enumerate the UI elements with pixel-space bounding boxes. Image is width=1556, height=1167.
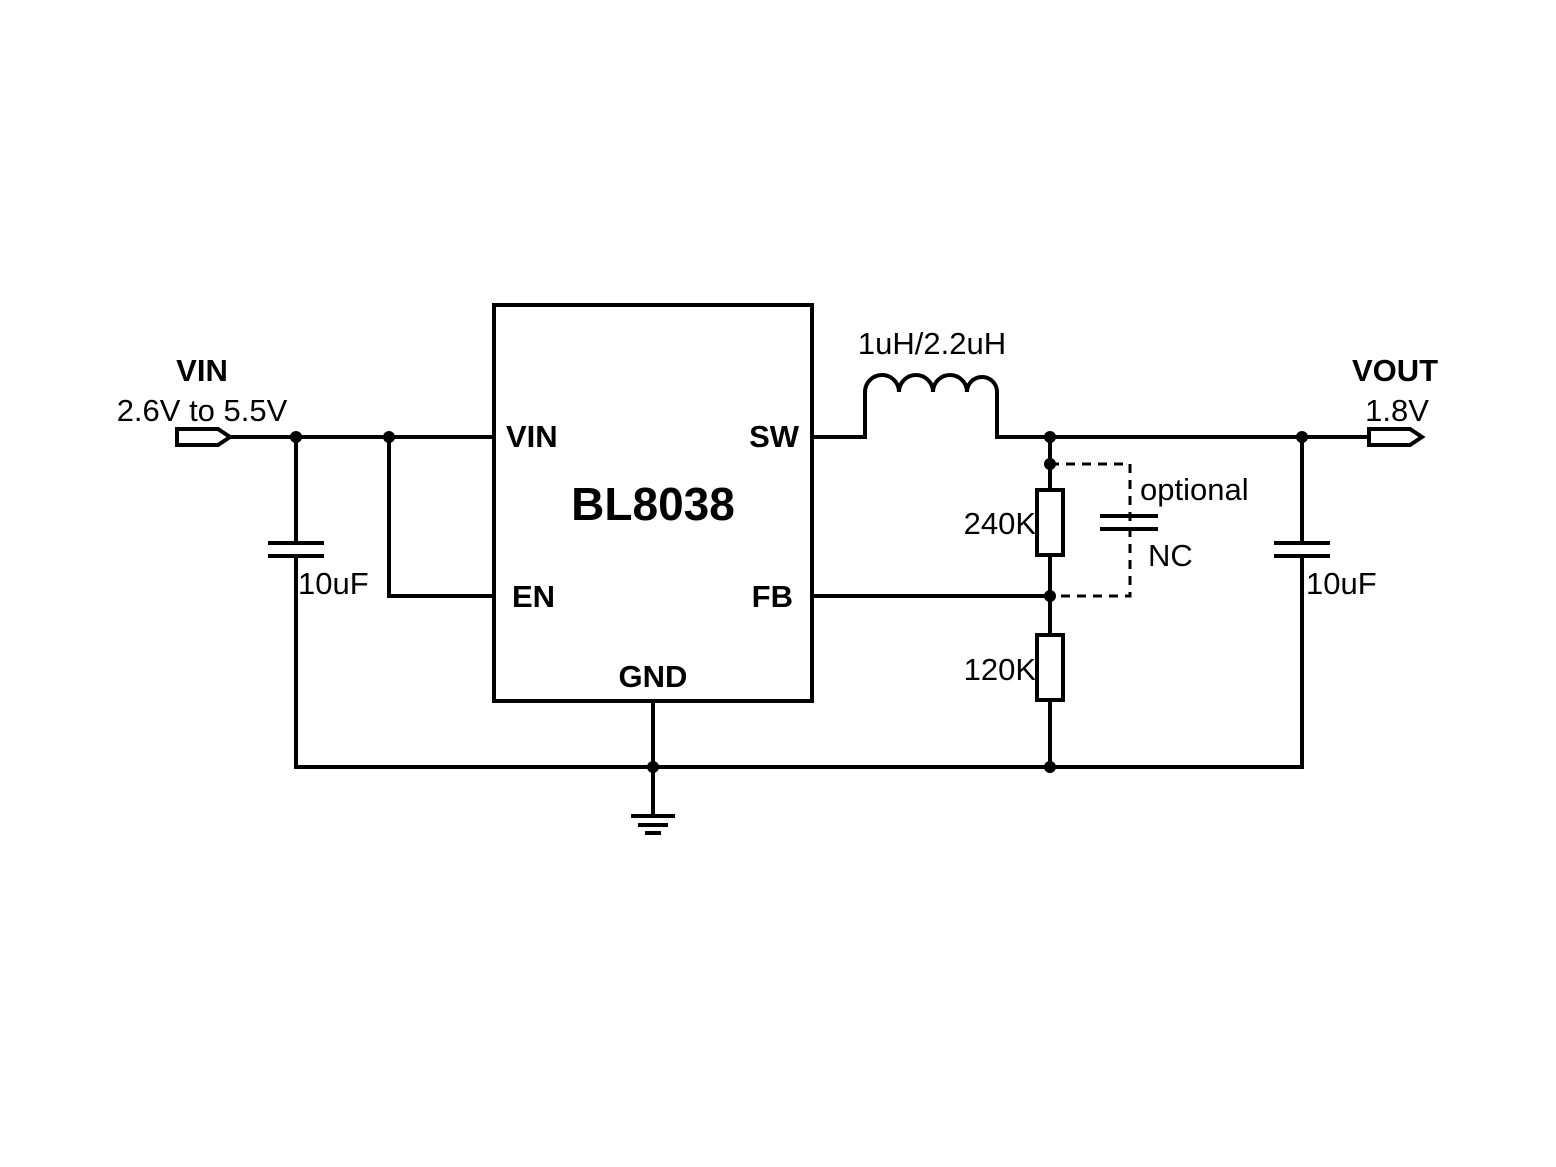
junction-dot [1044,761,1056,773]
inductor-label: 1uH/2.2uH [858,326,1006,361]
input-range: 2.6V to 5.5V [117,393,288,428]
chip-name: BL8038 [571,478,735,530]
pin-sw-label: SW [749,419,800,454]
junction-dot [383,431,395,443]
junction-dot [290,431,302,443]
input-capacitor-label: 10uF [298,566,369,601]
resistor-top-label: 240K [964,506,1037,541]
pin-fb-label: FB [752,579,793,614]
optional-note: optional [1140,472,1249,507]
output-label: VOUT [1352,353,1438,388]
resistor-bottom-label: 120K [964,652,1037,687]
ground-icon [631,814,675,835]
inductor [863,373,999,439]
output-voltage: 1.8V [1365,393,1429,428]
input-wires [228,435,496,769]
junction-dot [647,761,659,773]
resistor-bottom [1035,633,1065,702]
nc-note: NC [1148,538,1193,573]
output-capacitor-label: 10uF [1306,566,1377,601]
pin-vin-label: VIN [506,419,558,454]
input-port-symbol [175,427,234,447]
pin-en-label: EN [512,579,555,614]
output-capacitor [1274,435,1330,769]
optional-feedforward-capacitor [1050,462,1158,598]
resistor-top [1035,488,1065,557]
input-label: VIN [176,353,228,388]
output-port-symbol [1367,427,1426,447]
chip-body [492,303,814,703]
input-capacitor [268,541,324,558]
pin-gnd-label: GND [619,659,688,694]
